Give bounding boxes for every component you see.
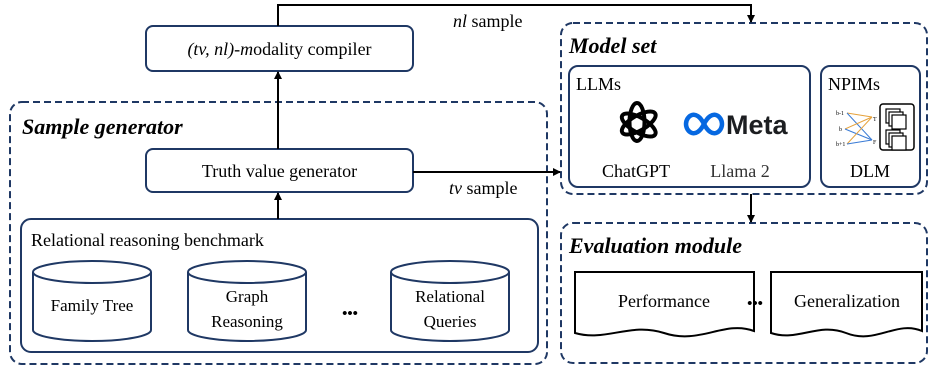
llms-title: LLMs: [576, 74, 621, 94]
cylinder-icon: [187, 272, 307, 342]
dataset-graph-reasoning: Graph Reasoning: [187, 260, 307, 342]
dataset-label-line1: Relational: [415, 287, 485, 306]
meta-logo-text: Meta: [726, 110, 788, 140]
evaluation-title: Evaluation module: [568, 233, 742, 258]
cylinder-icon: [390, 272, 510, 342]
evaluation-ellipsis: •••: [747, 296, 763, 312]
evaluation-frame: [560, 222, 928, 364]
dataset-label-line1: Graph: [226, 287, 269, 306]
dataset-relational-queries: Relational Queries: [390, 260, 510, 342]
dataset-family-tree: Family Tree: [32, 260, 152, 342]
dlm-output-label: T: [873, 117, 877, 123]
model-set-title: Model set: [568, 33, 657, 58]
sample-generator-module: Sample generator Truth value generator R…: [9, 101, 548, 365]
dlm-output-label: F: [873, 140, 877, 146]
generalization-document-shape: [770, 271, 923, 338]
evaluation-module: Evaluation module Performance ••• Genera…: [560, 222, 928, 364]
dlm-input-label: b: [839, 127, 842, 133]
npims-title: NPIMs: [828, 74, 880, 94]
truth-value-generator-label: Truth value generator: [202, 161, 357, 181]
nl-sample-arrow: [277, 4, 755, 26]
npims-box: [820, 65, 921, 188]
dlm-architecture-icon: b-1 b b+1 T F: [836, 103, 915, 151]
benchmark-title: Relational reasoning benchmark: [31, 230, 264, 250]
dlm-input-label: b+1: [836, 142, 845, 148]
tv-sample-label: tv sample: [449, 178, 518, 198]
model-set-frame: [560, 22, 928, 195]
nl-sample-label: nl sample: [453, 11, 523, 31]
sample-generator-title: Sample generator: [22, 114, 183, 139]
openai-logo-icon: [619, 101, 658, 143]
meta-logo-icon: Meta: [683, 110, 788, 140]
benchmark-ellipsis: •••: [342, 306, 358, 322]
performance-document-shape: [574, 271, 755, 338]
dlm-label: DLM: [850, 161, 890, 181]
dataset-label-line2: Reasoning: [211, 312, 283, 331]
cylinder-top: [32, 260, 152, 284]
dataset-label: Family Tree: [51, 296, 134, 315]
compiler-label: (tv, nl)-modality compiler: [187, 39, 371, 60]
llama2-label: Llama 2: [710, 161, 769, 181]
cylinder-top: [390, 260, 510, 284]
generalization-label: Generalization: [794, 291, 900, 311]
llms-box: [568, 65, 811, 188]
dataset-label-line2: Queries: [424, 312, 477, 331]
chatgpt-label: ChatGPT: [602, 161, 670, 181]
model-set-module: Model set LLMs ChatGPT Meta Llama 2 NPIM…: [560, 22, 928, 195]
dlm-input-label: b-1: [836, 111, 844, 117]
compiler-node: (tv, nl)-modality compiler: [145, 25, 414, 72]
cylinder-top: [187, 260, 307, 284]
performance-label: Performance: [618, 291, 710, 311]
cylinder-icon: [32, 272, 152, 342]
